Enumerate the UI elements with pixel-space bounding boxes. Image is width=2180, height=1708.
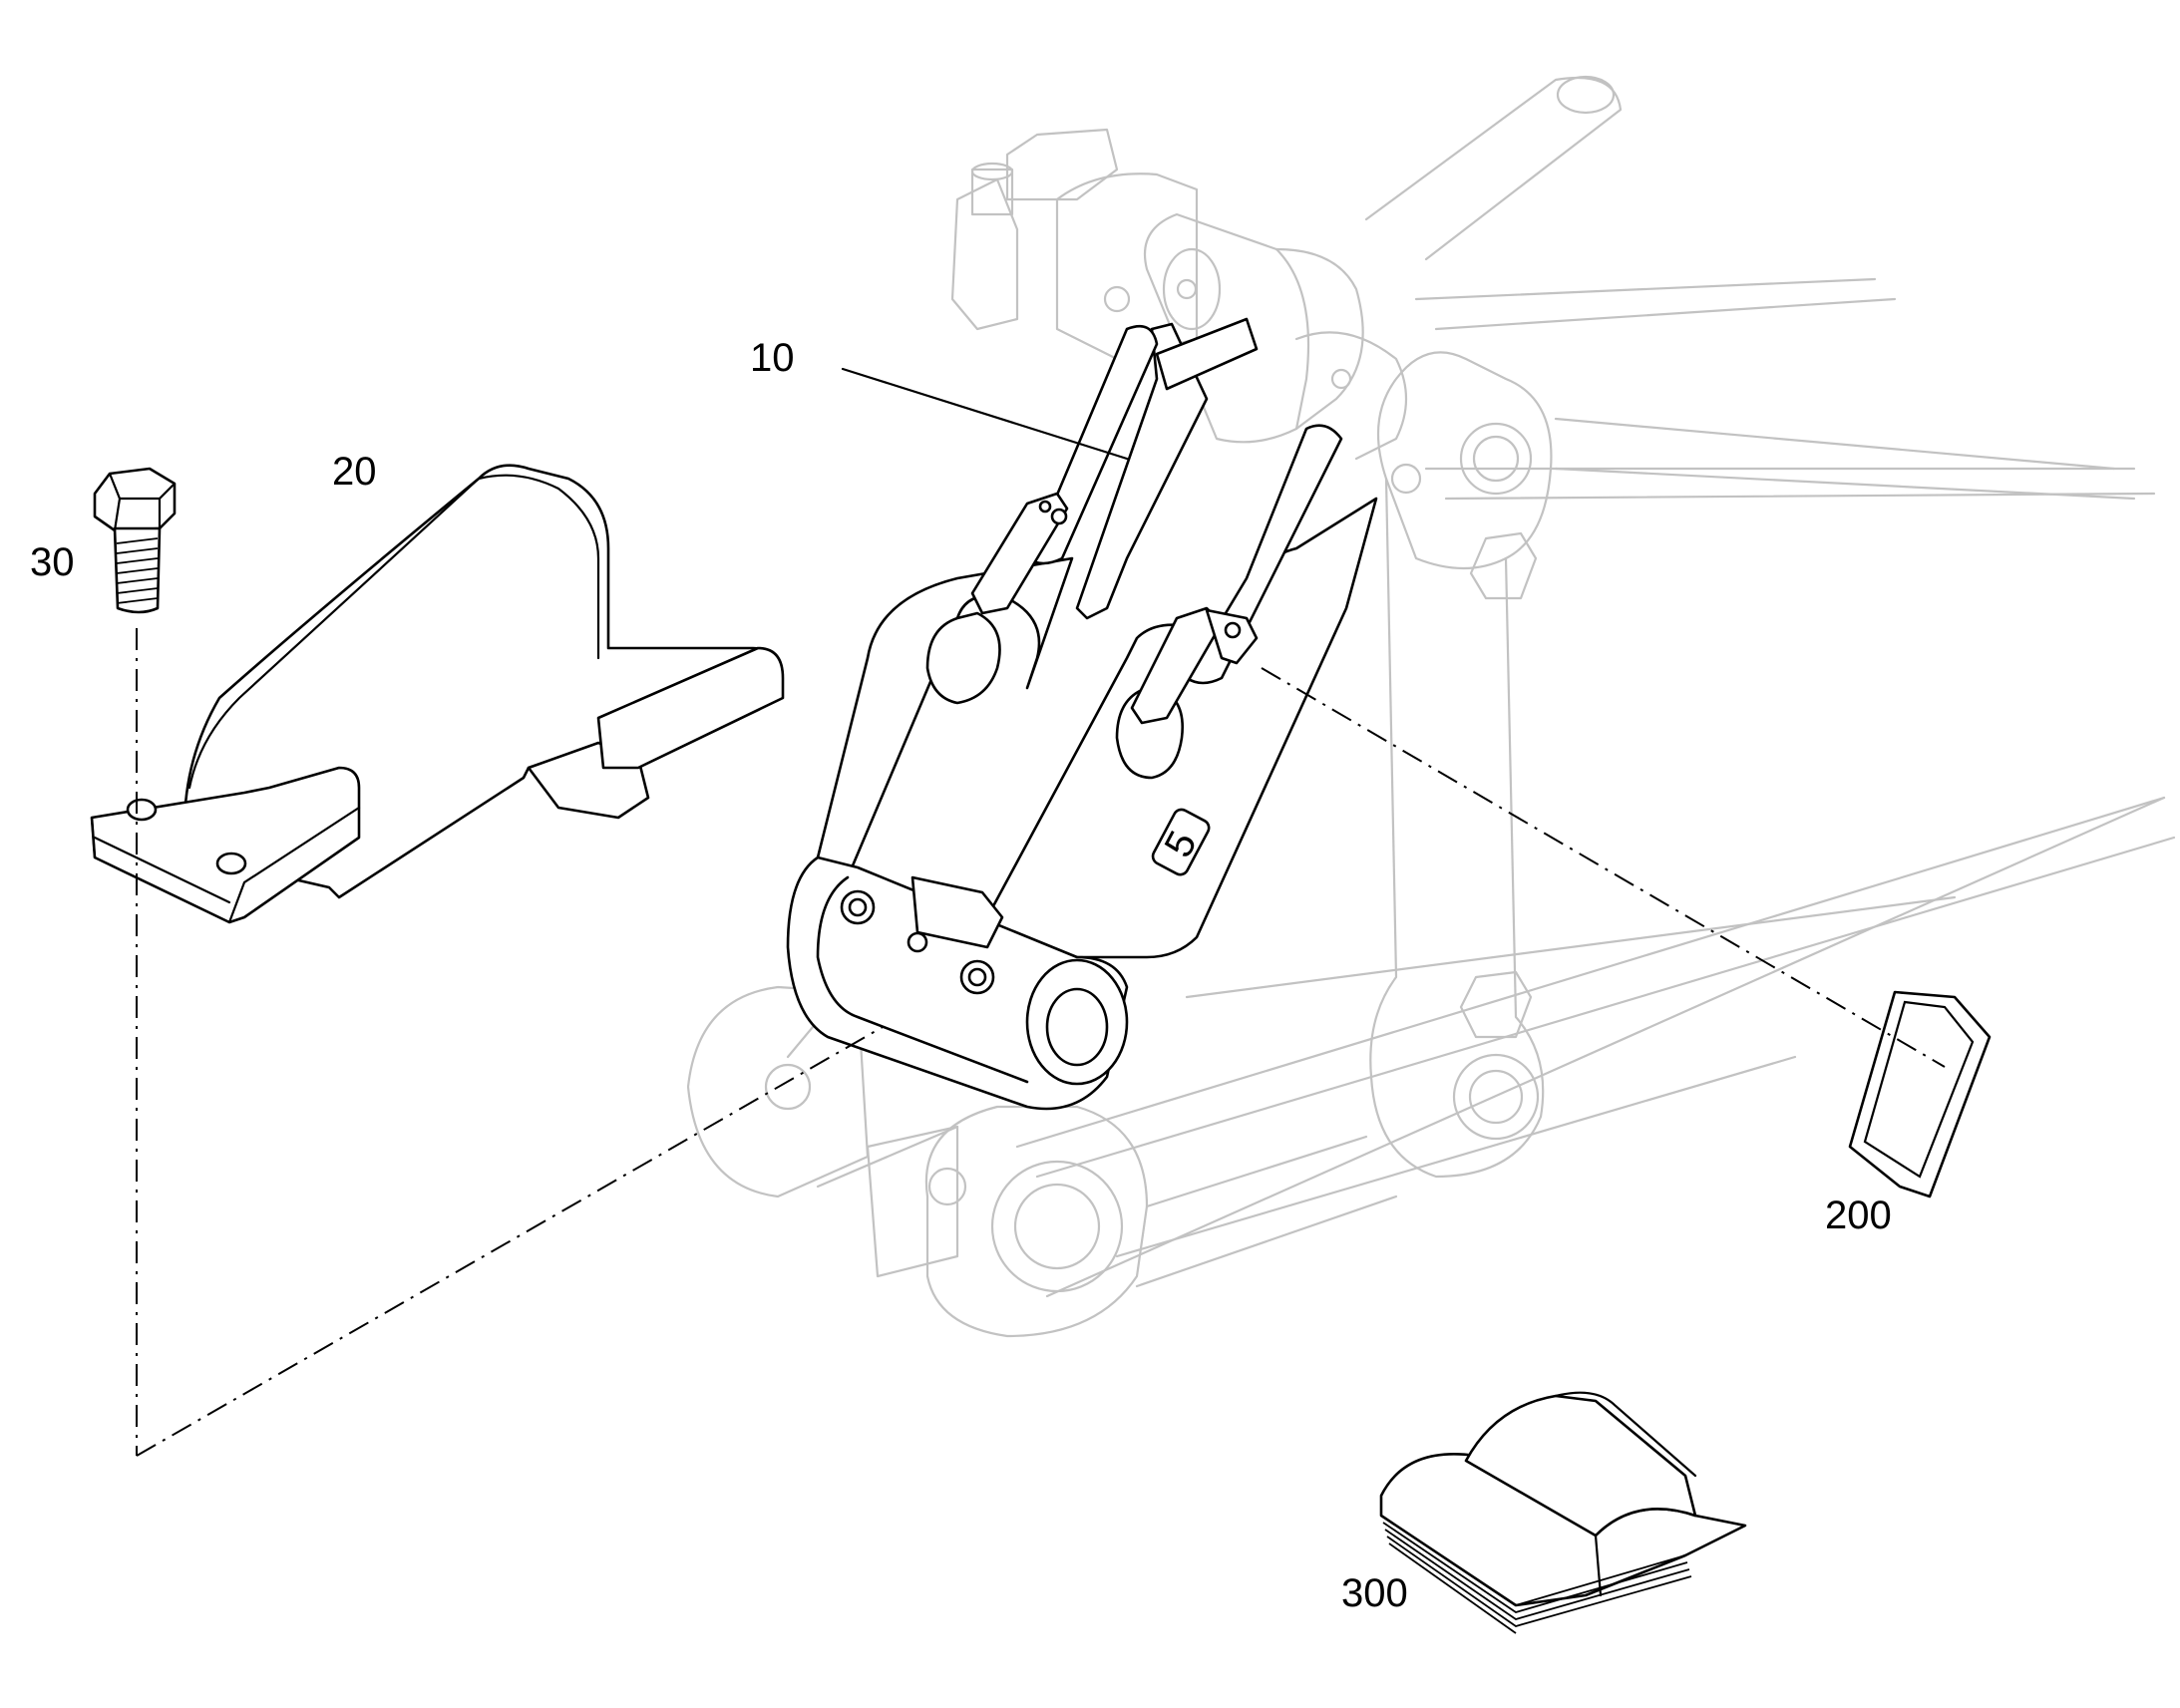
part-200-decal <box>1848 990 1992 1198</box>
part-10-bracket: 5 <box>786 317 1378 1111</box>
callout-30: 30 <box>30 540 75 584</box>
callout-10: 10 <box>750 336 795 380</box>
machine-frame-context <box>686 75 2176 1338</box>
part-20-clamp-block <box>90 464 785 924</box>
capacity-decal: 5 <box>1151 808 1211 876</box>
callout-200: 200 <box>1825 1194 1892 1237</box>
callout-labels: 10 20 30 200 300 <box>30 336 1892 1615</box>
callout-300: 300 <box>1341 1571 1408 1615</box>
part-300-manual <box>1379 1391 1747 1634</box>
part-30-bolt <box>93 467 177 614</box>
callout-20: 20 <box>332 450 377 494</box>
assembly-lines <box>136 628 1946 1457</box>
